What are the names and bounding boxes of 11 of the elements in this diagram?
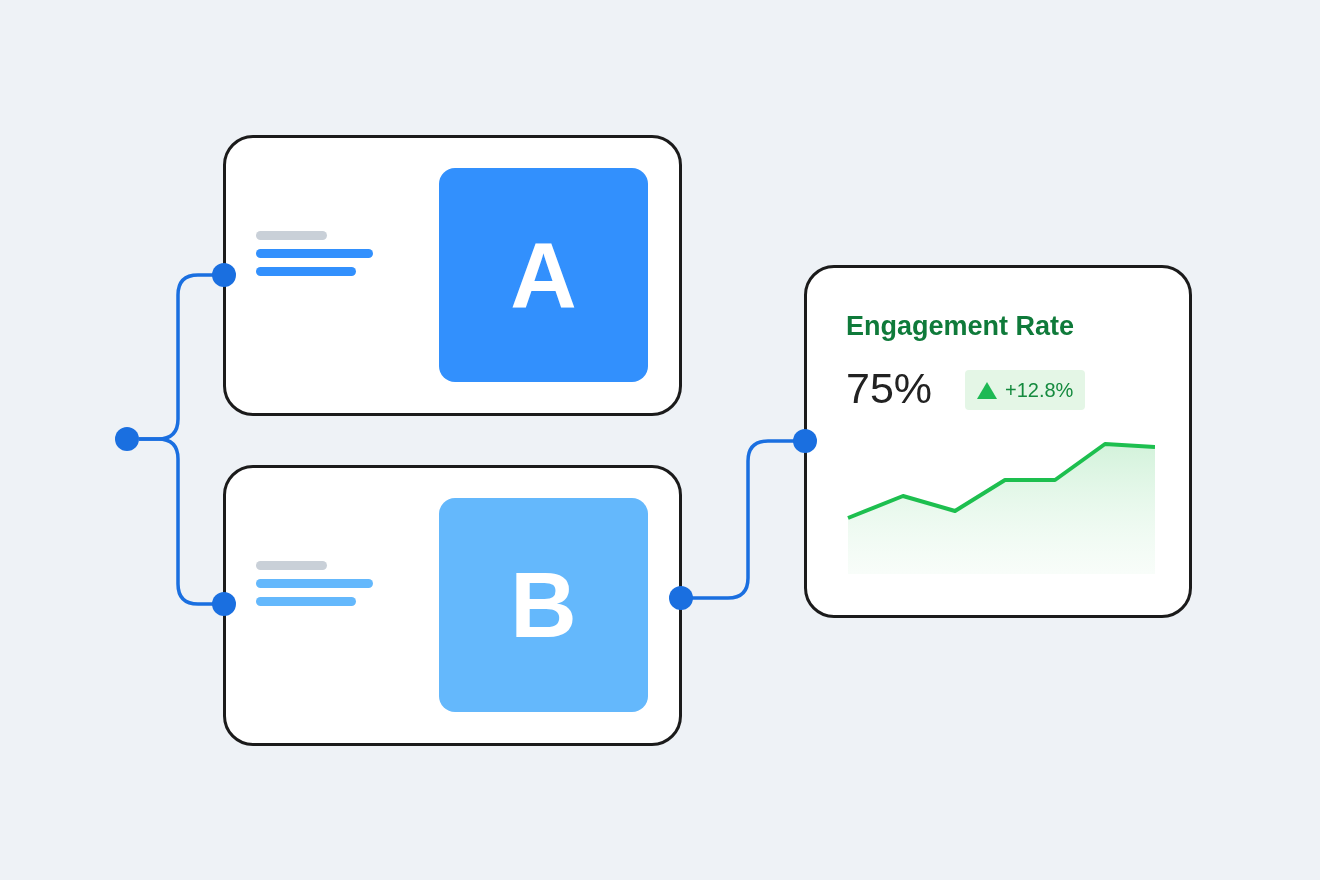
connector-line — [669, 429, 817, 610]
variant-tile: B — [439, 498, 648, 712]
variant-card — [223, 135, 682, 416]
variant-card — [223, 465, 682, 746]
metric-card — [804, 265, 1192, 618]
start-dot — [115, 427, 139, 451]
connector-line — [139, 437, 236, 616]
change-value: +12.8% — [1005, 378, 1074, 402]
metric-value: 75% — [846, 364, 933, 413]
metric-title: Engagement Rate — [846, 311, 1075, 342]
variant-tile: A — [439, 168, 648, 382]
